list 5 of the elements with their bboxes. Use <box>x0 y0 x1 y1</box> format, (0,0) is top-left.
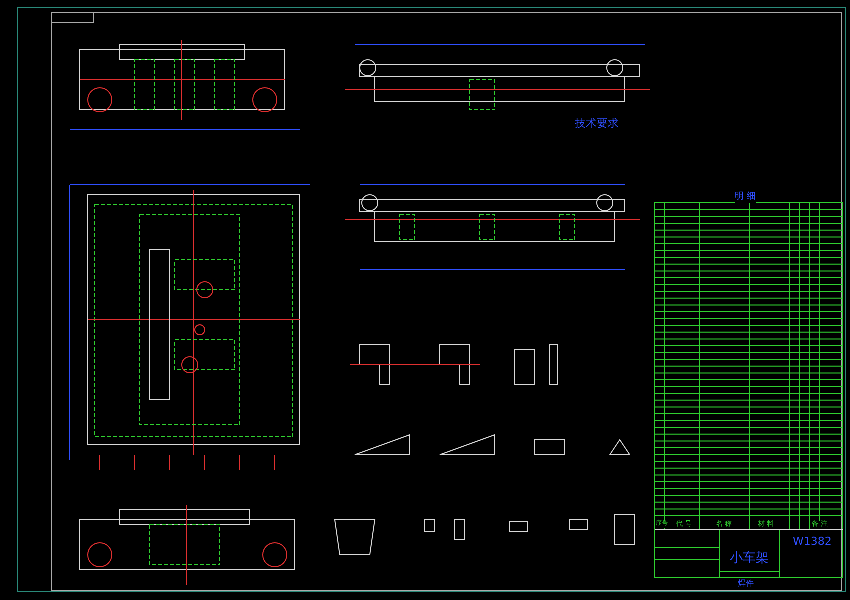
drawing-title: 小车架 <box>730 552 769 566</box>
heading: 明 细 <box>735 193 756 203</box>
note: 焊件 <box>738 580 754 589</box>
drawing-number: W1382 <box>793 536 832 548</box>
heading: 技术要求 <box>575 118 619 130</box>
